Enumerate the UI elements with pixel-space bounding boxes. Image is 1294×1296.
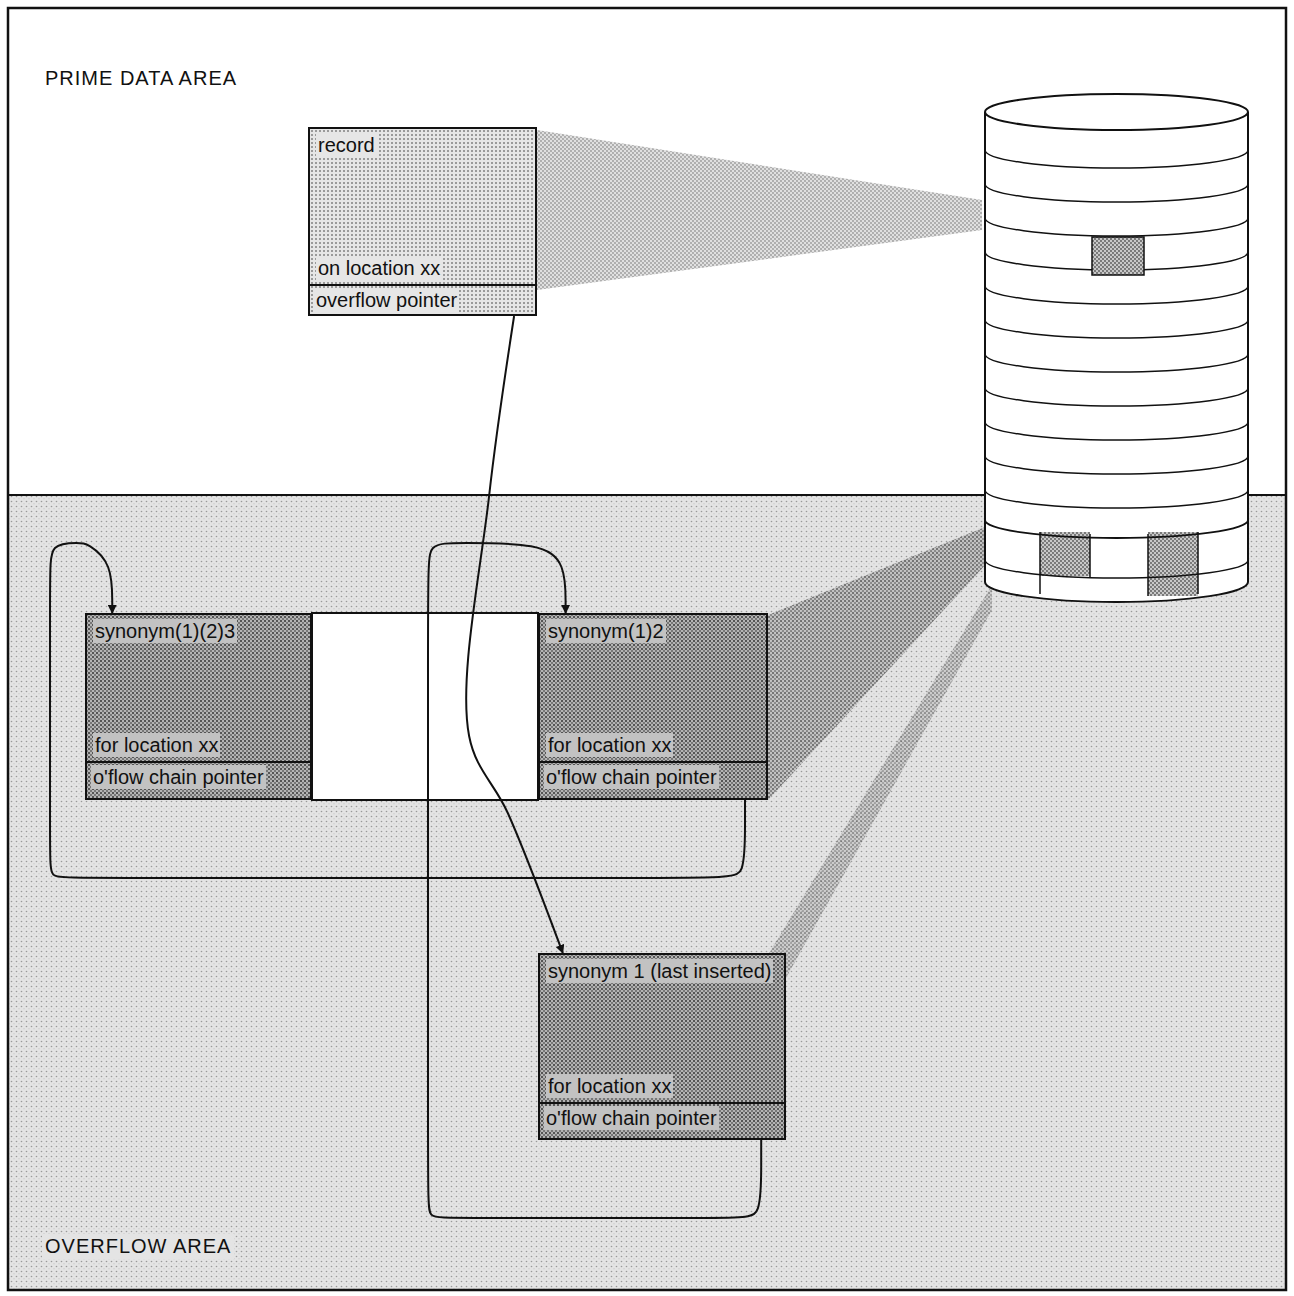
record-heading: record	[316, 133, 377, 157]
track-gap	[312, 613, 538, 800]
record-body: for location xx	[546, 1074, 673, 1098]
area-label: PRIME DATA AREA	[42, 66, 240, 91]
pointer-field: overflow pointer	[314, 288, 459, 312]
pointer-field: o'flow chain pointer	[544, 765, 719, 789]
pointer-field: o'flow chain pointer	[544, 1106, 719, 1130]
pointer-field: o'flow chain pointer	[91, 765, 266, 789]
record-heading: synonym(1)2	[546, 619, 666, 643]
overflow-record-box: synonym(1)(2)3 for location xx o'flow chai…	[85, 613, 312, 800]
record-body: for location xx	[93, 733, 220, 757]
area-label: OVERFLOW AREA	[42, 1234, 234, 1259]
frame	[8, 8, 1286, 1290]
prime-record-box: record on location xx overflow pointer	[308, 127, 537, 316]
overflow-record-box: synonym(1)2 for location xx o'flow chain p…	[538, 613, 768, 800]
overflow-record-box: synonym 1 (last inserted) for location xx…	[538, 953, 786, 1140]
record-body: for location xx	[546, 733, 673, 757]
disk-pack	[985, 94, 1248, 602]
record-heading: synonym(1)(2)3	[93, 619, 237, 643]
record-body: on location xx	[316, 256, 442, 280]
record-heading: synonym 1 (last inserted)	[546, 959, 773, 983]
overflow-area	[8, 495, 1286, 1290]
projection-beam	[537, 130, 982, 290]
projection-beam	[768, 585, 992, 1010]
